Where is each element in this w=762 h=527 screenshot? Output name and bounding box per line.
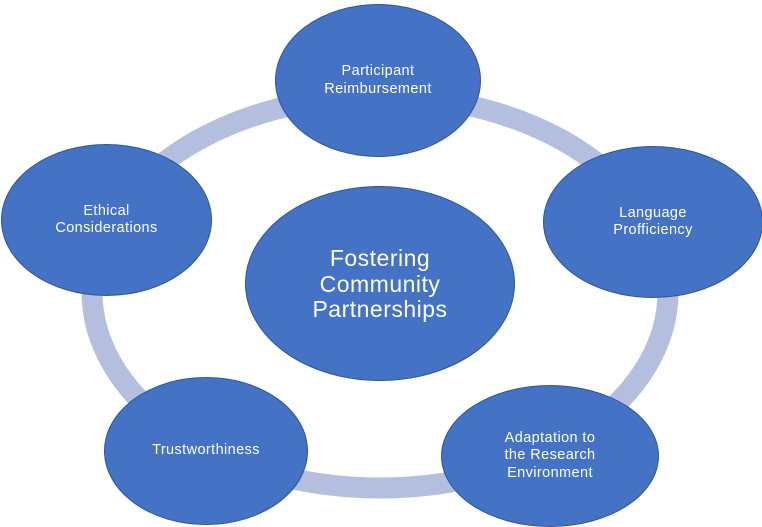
node-adaptation-research-environment: Adaptation to the Research Environment [441, 385, 659, 527]
node-label-ethical-considerations: Ethical Considerations [55, 202, 158, 236]
node-label-adaptation-research-environment: Adaptation to the Research Environment [504, 430, 596, 481]
node-label-participant-reimbursement: Participant Reimbursement [324, 63, 432, 97]
node-label-language-proficiency: Language Profficiency [613, 204, 693, 238]
node-participant-reimbursement: Participant Reimbursement [275, 4, 481, 157]
center-node-label: Fostering Community Partnerships [312, 244, 448, 323]
node-ethical-considerations: Ethical Considerations [1, 144, 212, 296]
center-node-fostering-community-partnerships: Fostering Community Partnerships [245, 186, 515, 381]
node-language-proficiency: Language Profficiency [543, 146, 762, 298]
node-trustworthiness: Trustworthiness [104, 377, 308, 525]
node-label-trustworthiness: Trustworthiness [152, 442, 260, 459]
